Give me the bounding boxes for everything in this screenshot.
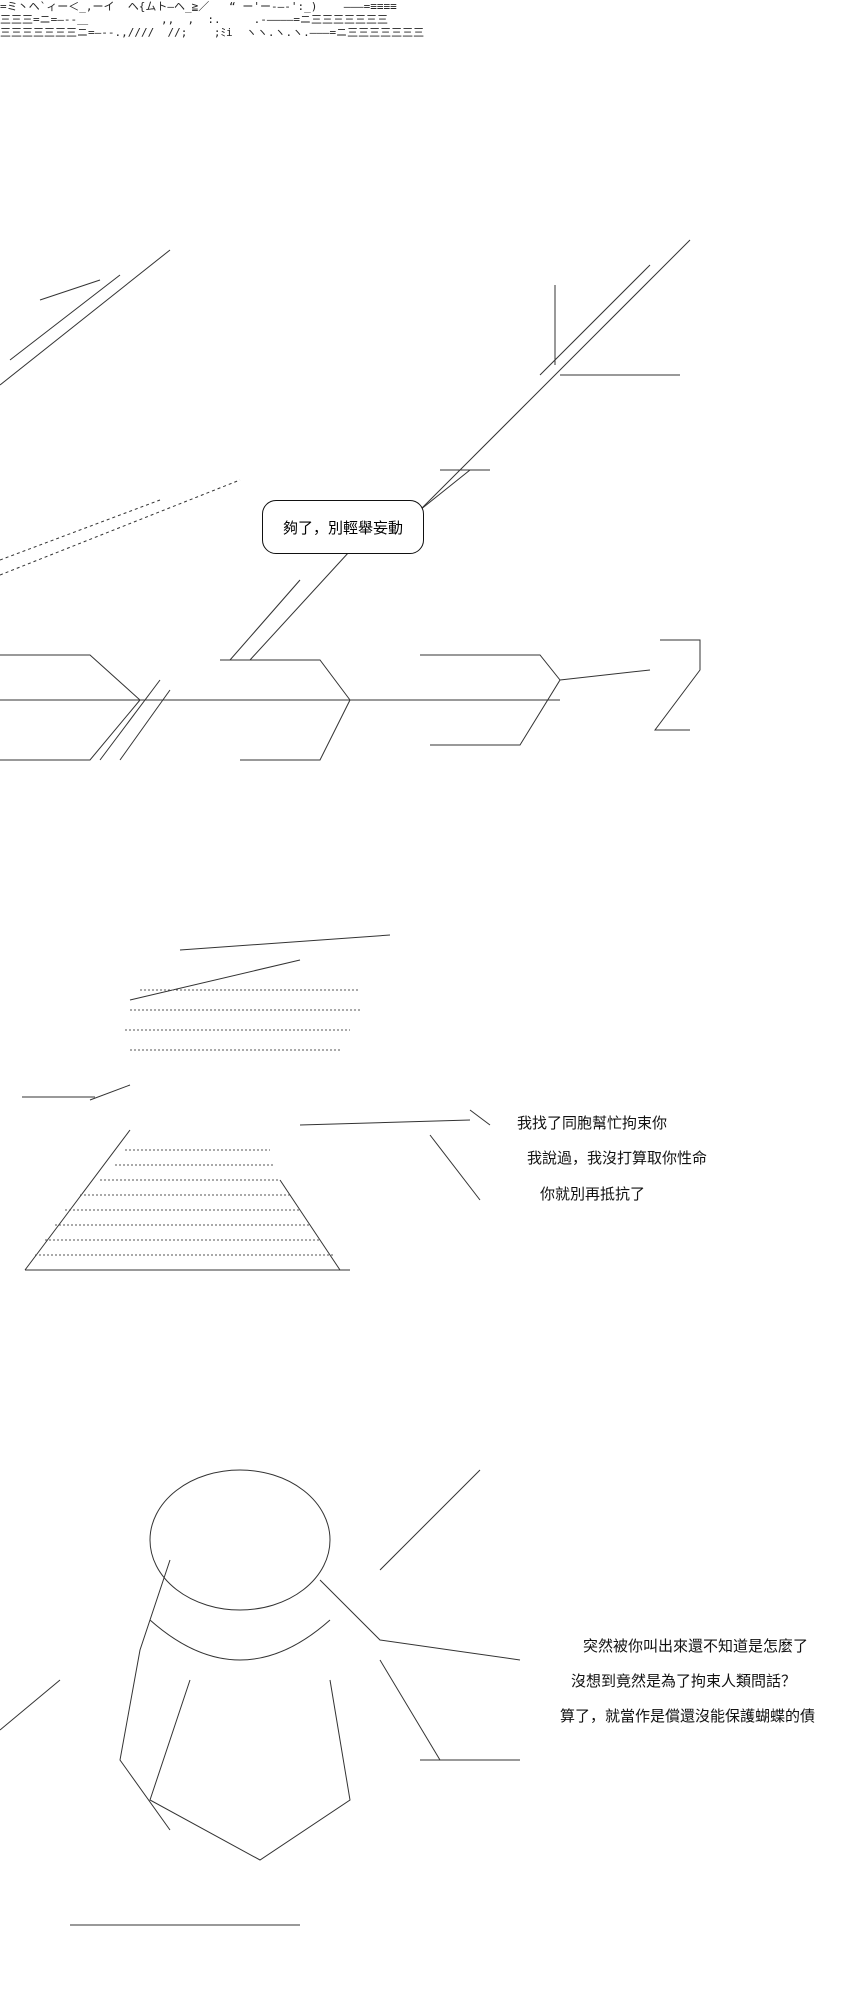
character-figure <box>0 1469 521 1926</box>
arrow-right-upper <box>419 239 691 511</box>
hatch-lines <box>35 989 360 1256</box>
dialogue-line: 突然被你叫出來還不知道是怎麼了 <box>583 1637 809 1655</box>
speech-bubble-text: 夠了，別輕舉妄動 <box>282 518 403 537</box>
speech-bubble: 夠了，別輕舉妄動 <box>262 500 424 554</box>
dialogue-line: 算了，就當作是償還沒能保護蝴蝶的債 <box>560 1707 816 1725</box>
dialogue-line: 我找了同胞幫忙拘束你 <box>517 1114 668 1132</box>
arrow-left-lower <box>0 479 241 576</box>
dialogue-line: 我說過，我沒打算取你性命 <box>527 1149 708 1167</box>
dialogue-line: 沒想到竟然是為了拘束人類問話？ <box>571 1672 797 1690</box>
arrow-center-diagonal <box>229 539 361 661</box>
dialogue-line: 你就別再抵抗了 <box>540 1185 646 1203</box>
arrow-row-bottom <box>0 639 701 761</box>
arrow-left-upper <box>0 249 171 386</box>
ascii-art-strip-top: =ミ丶ヘ`ィー＜_,ーイ ヘ{ムト―ヘ_≧／ “ ー'ー‐―‐':_) ―――=… <box>0 0 425 39</box>
hatched-wedge-figure <box>22 934 491 1271</box>
